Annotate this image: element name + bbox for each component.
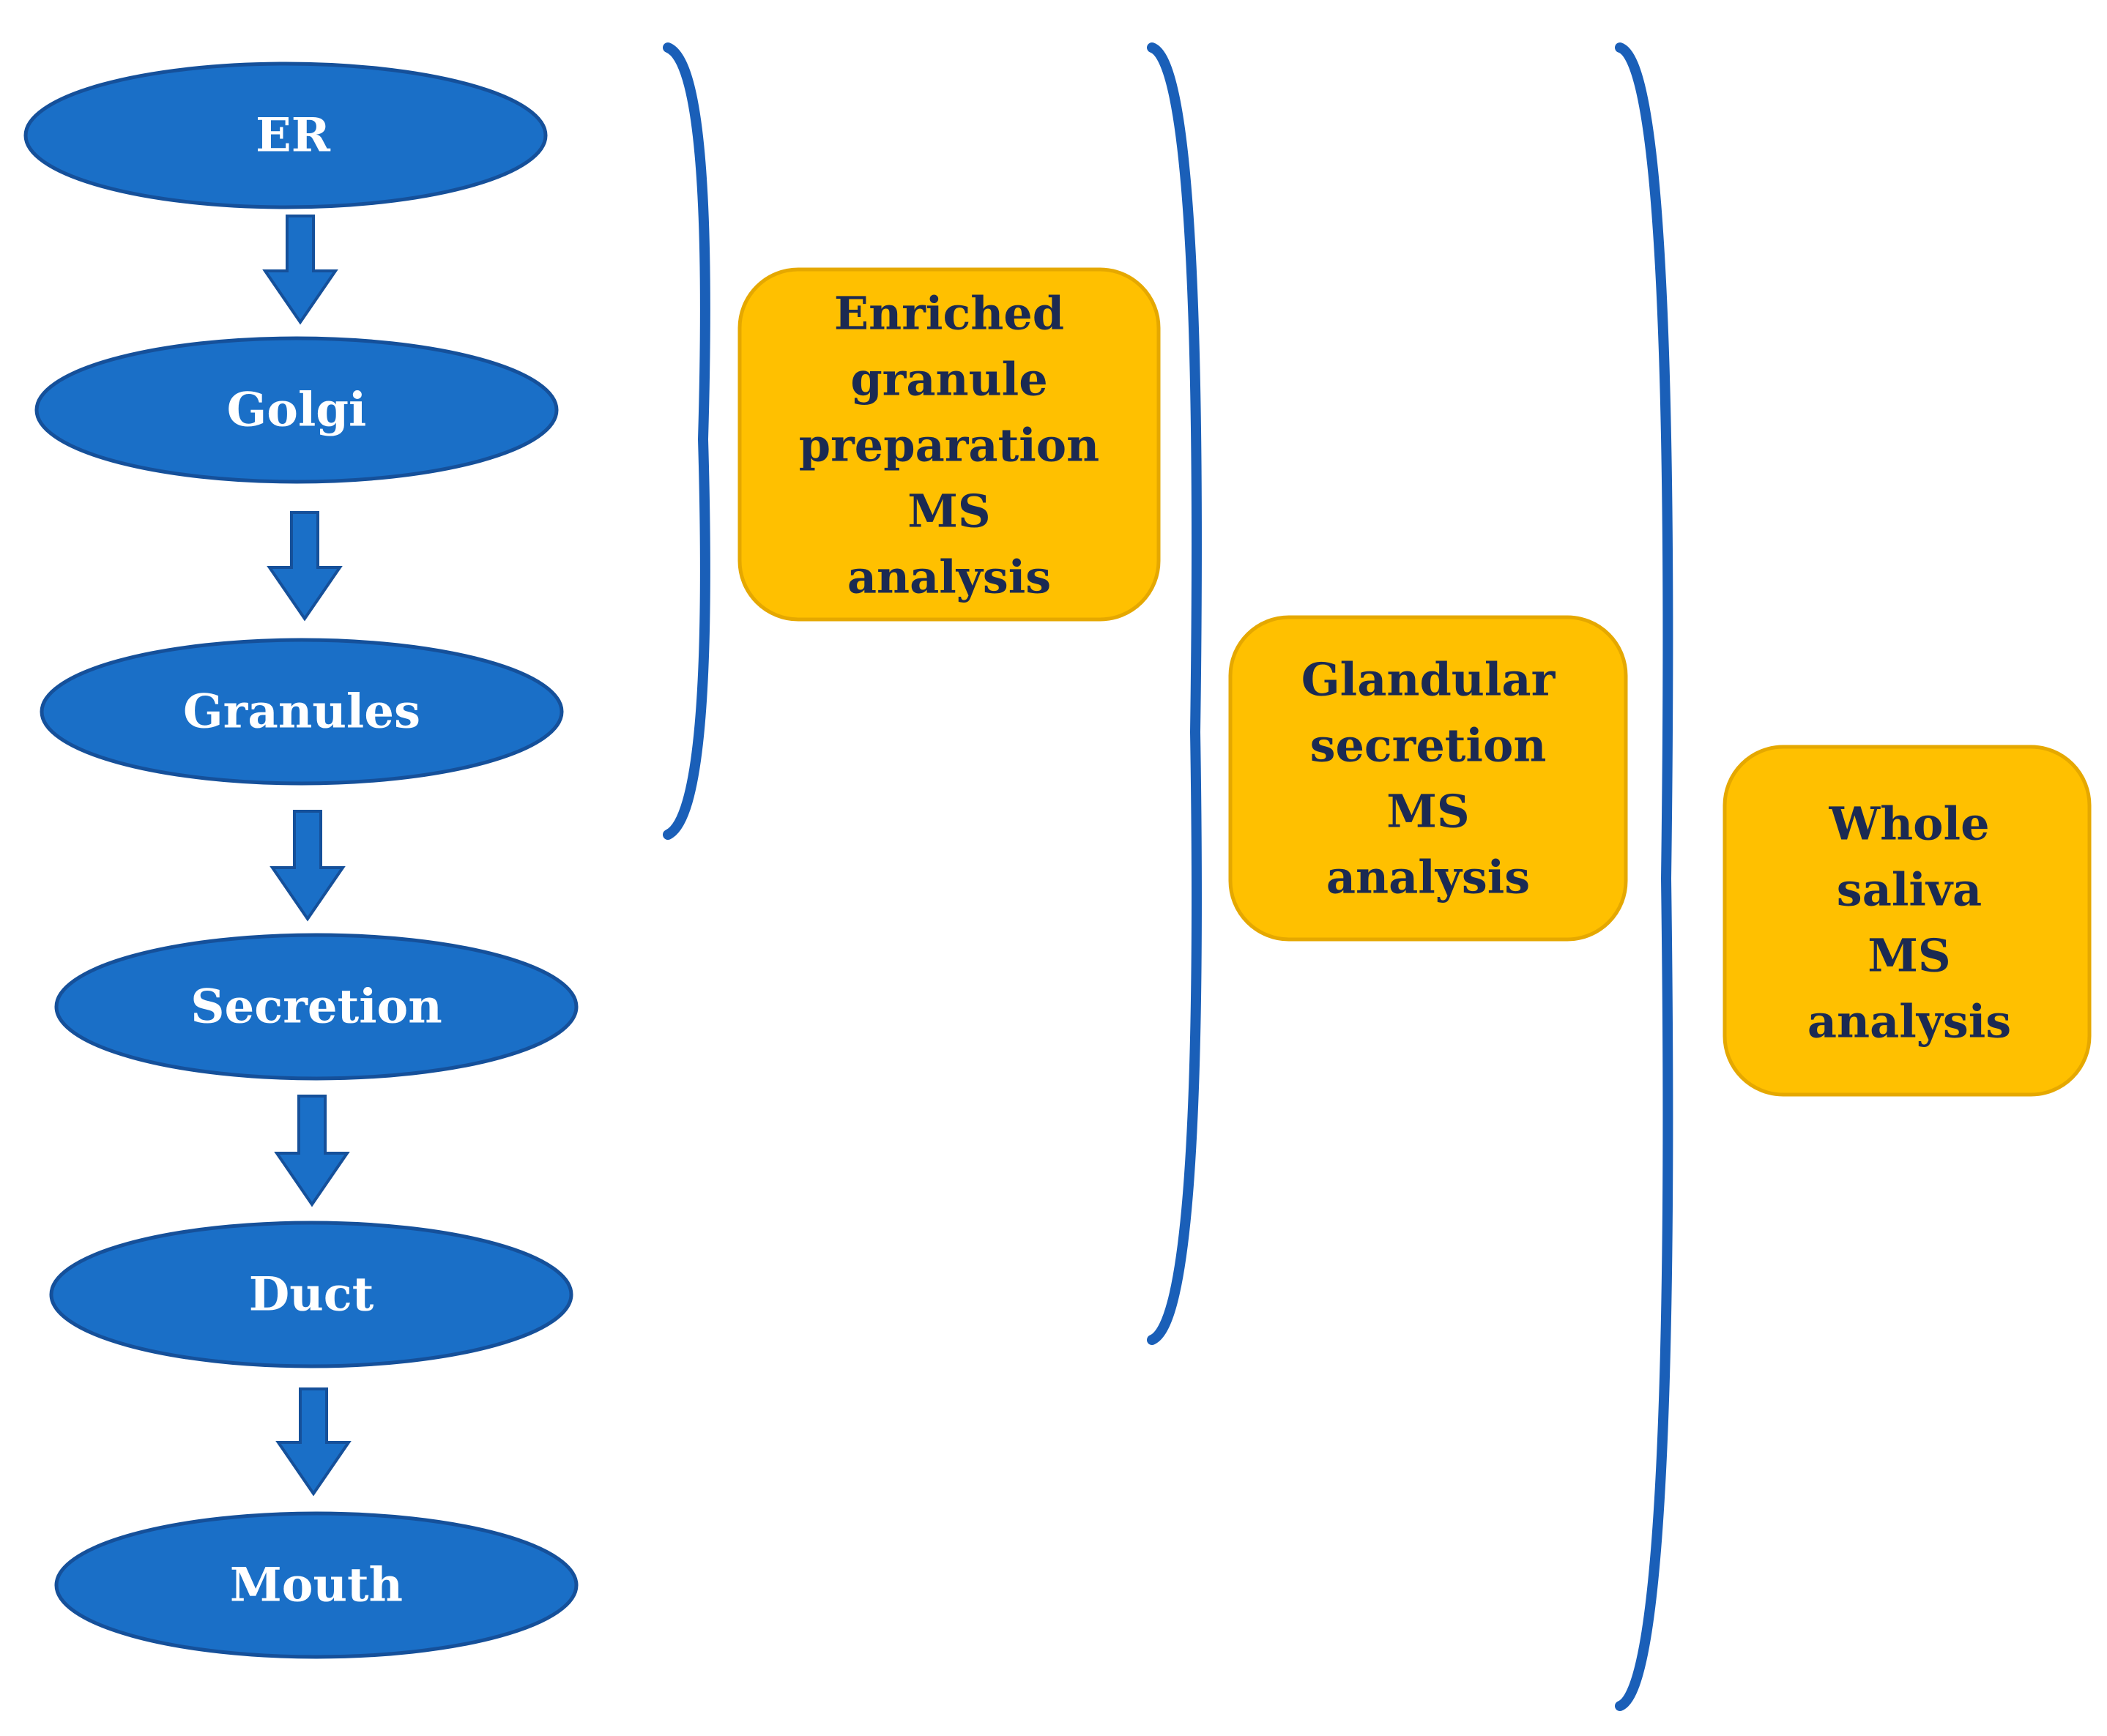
analysis-line: preparation [799, 419, 1099, 472]
arrow-duct-mouth [275, 1387, 352, 1497]
stage-label: Golgi [227, 383, 367, 438]
stage-secretion: Secretion [54, 933, 579, 1081]
bracket-saliva-scope [1615, 42, 1673, 1711]
analysis-line: analysis [1807, 995, 2011, 1048]
arrow-golgi-granules [267, 511, 343, 622]
down-arrow-icon [275, 1387, 352, 1497]
bracket-granule-scope [663, 42, 710, 840]
analysis-box [1723, 745, 2092, 1097]
down-arrow-icon [274, 1095, 350, 1207]
stage-label: Granules [183, 685, 420, 740]
stage-granules: Granules [40, 638, 564, 786]
arrow-er-golgi [262, 215, 338, 325]
stage-mouth: Mouth [54, 1511, 579, 1659]
arrow-granules-secretion [270, 810, 346, 922]
stage-er: ER [23, 62, 548, 209]
stage-ellipse [34, 336, 559, 484]
analysis-line: Whole [1828, 797, 1989, 851]
analysis-box [1228, 615, 1628, 942]
analysis-box [737, 267, 1161, 622]
stage-duct: Duct [49, 1221, 573, 1368]
analysis-whole-saliva: Whole saliva MS analysis [1723, 745, 2092, 1097]
analysis-line: MS [907, 485, 990, 538]
stage-ellipse [23, 62, 548, 209]
stage-label: Secretion [190, 980, 442, 1035]
analysis-line: granule [850, 353, 1047, 406]
analysis-line: MS [1868, 929, 1950, 983]
analysis-line: saliva [1837, 863, 1982, 917]
arrow-secretion-duct [274, 1095, 350, 1207]
stage-label: Duct [249, 1267, 374, 1322]
stage-ellipse [54, 933, 579, 1081]
analysis-line: analysis [847, 551, 1051, 604]
stage-ellipse [49, 1221, 573, 1368]
analysis-enriched-granule: Enriched granule preparation MS analysis [737, 267, 1161, 622]
down-arrow-icon [262, 215, 338, 325]
stage-label: Mouth [230, 1558, 403, 1613]
analysis-line: analysis [1326, 851, 1530, 904]
analysis-line: Enriched [834, 287, 1064, 340]
analysis-line: Glandular [1301, 653, 1556, 707]
stage-label: ER [256, 108, 331, 163]
stage-ellipse [40, 638, 564, 786]
stage-ellipse [54, 1511, 579, 1659]
down-arrow-icon [267, 511, 343, 622]
analysis-glandular-secretion: Glandular secretion MS analysis [1228, 615, 1628, 942]
down-arrow-icon [270, 810, 346, 922]
stage-golgi: Golgi [34, 336, 559, 484]
analysis-line: MS [1386, 785, 1469, 838]
bracket-secretion-scope [1147, 42, 1202, 1345]
analysis-line: secretion [1310, 719, 1547, 772]
